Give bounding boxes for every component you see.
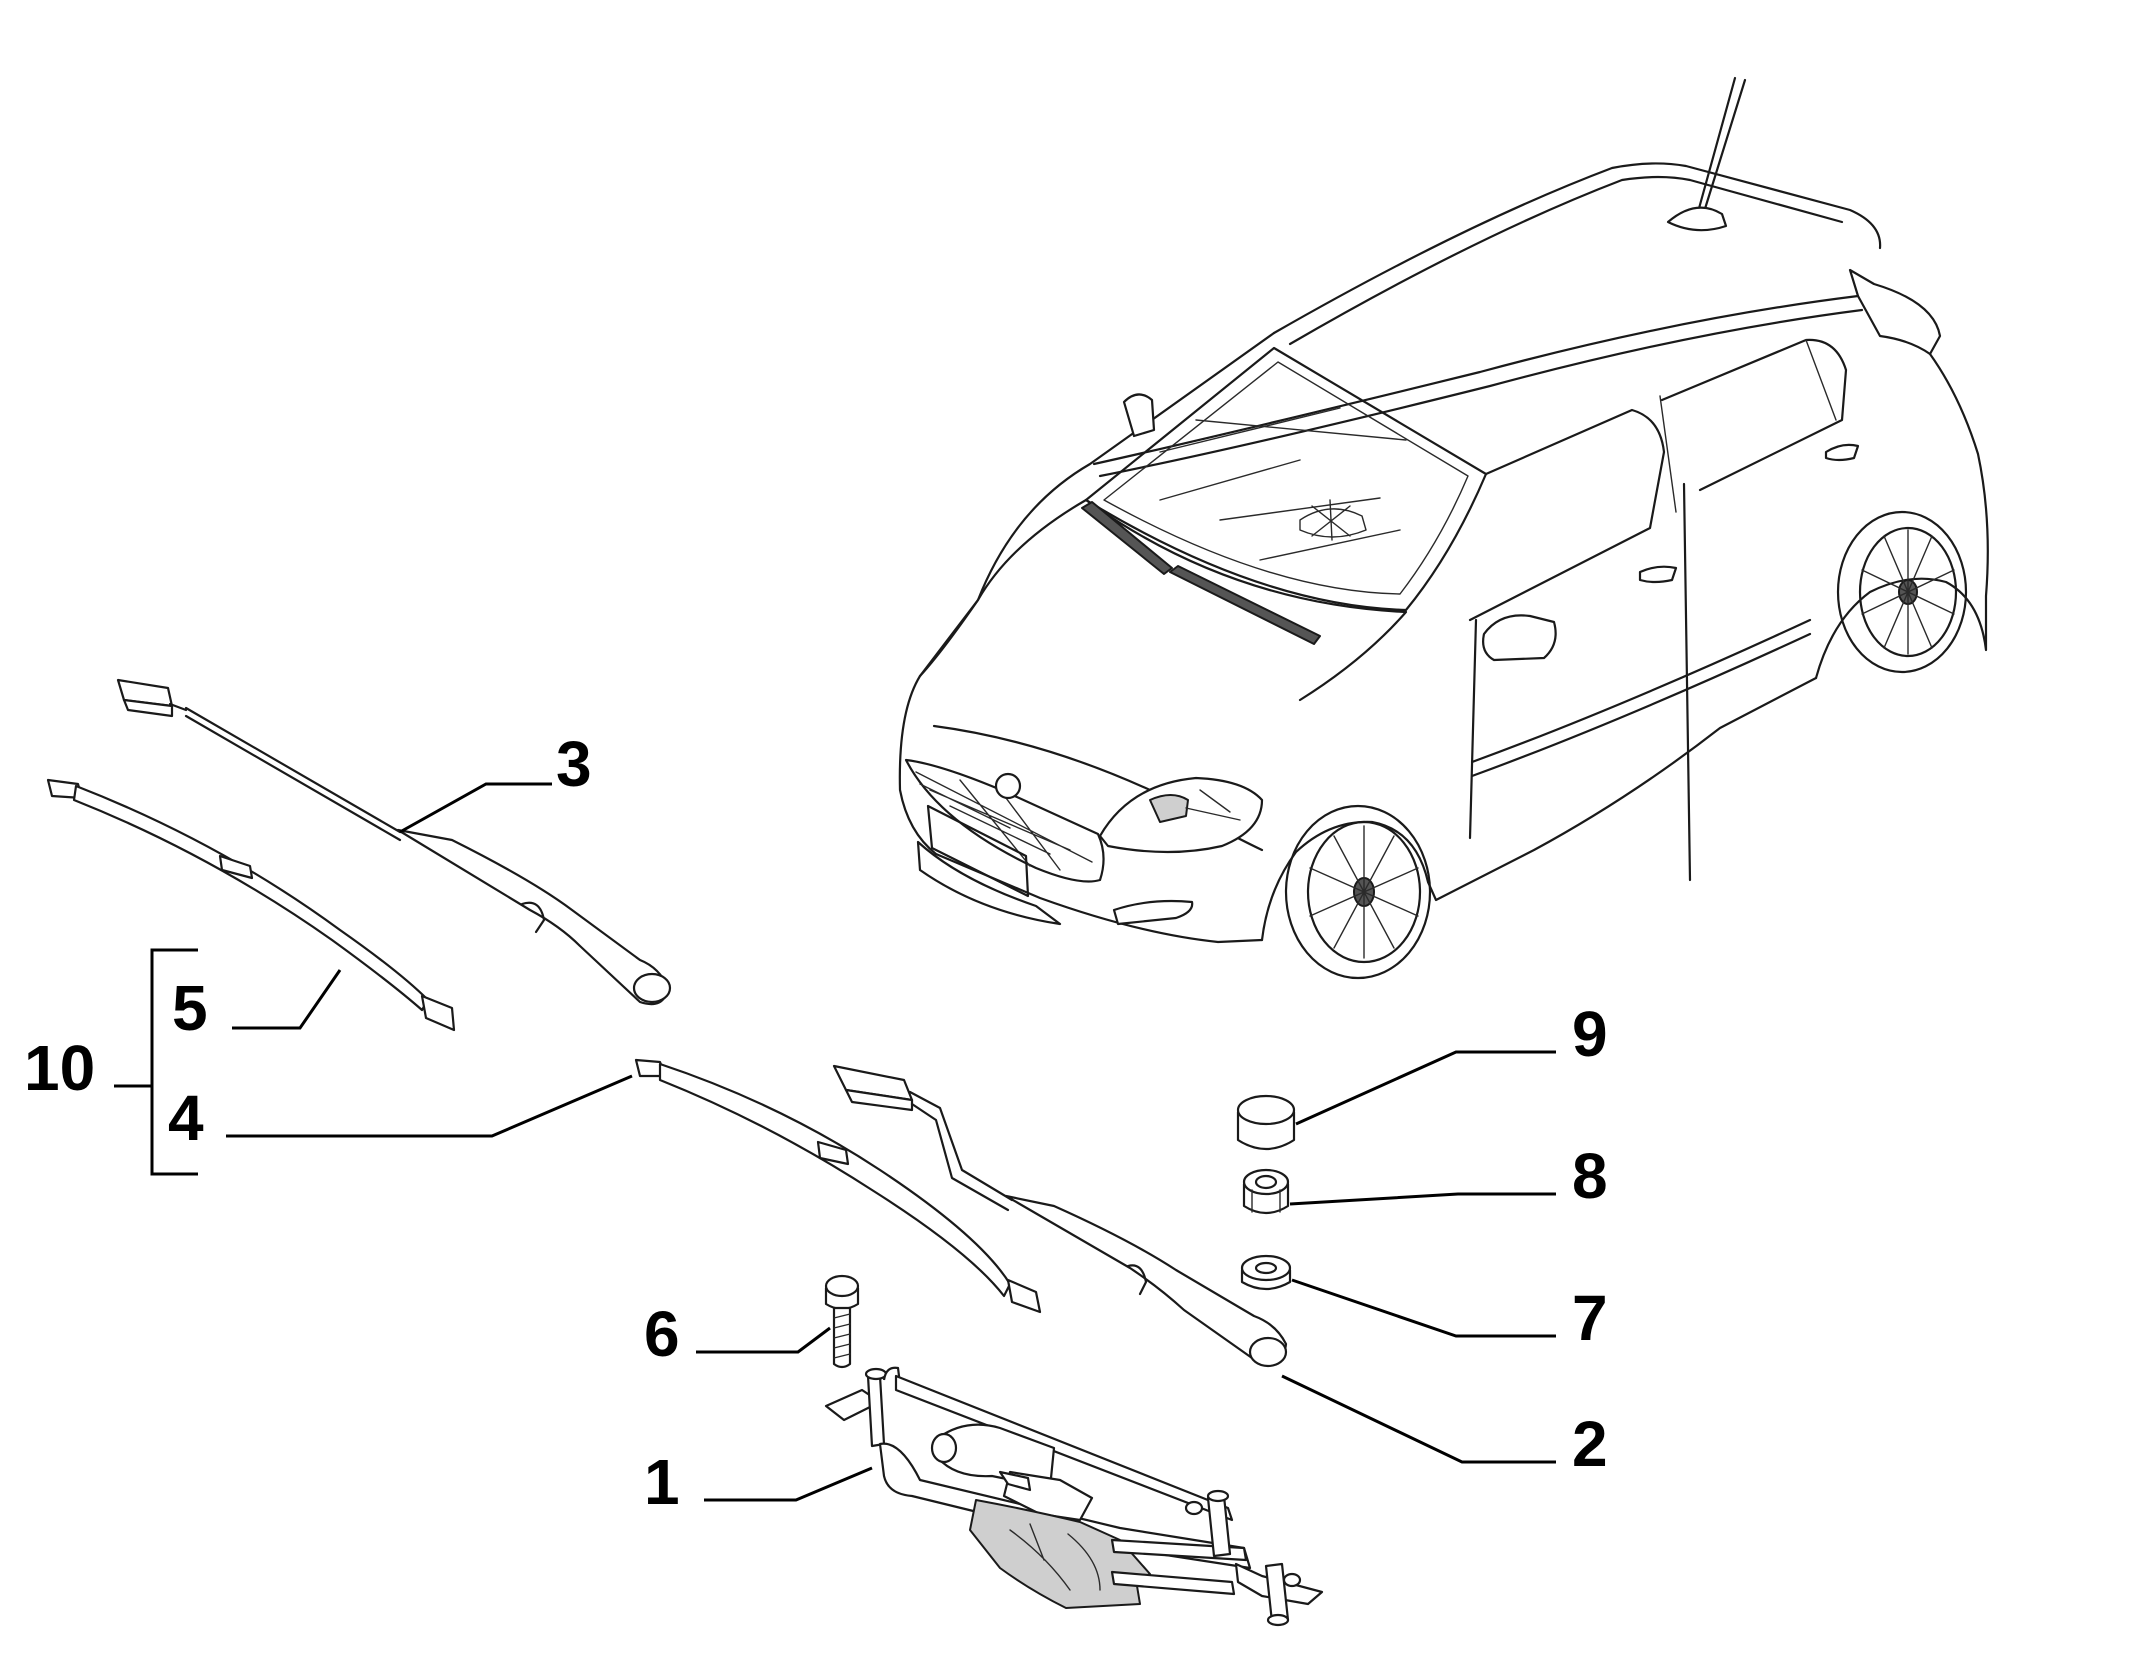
leader-lines bbox=[114, 782, 1556, 1502]
callouts: 1 2 3 4 5 6 7 8 9 10 bbox=[24, 728, 1608, 1518]
leader-1 bbox=[704, 1466, 873, 1502]
leader-9 bbox=[1295, 1050, 1556, 1126]
leader-6 bbox=[696, 1326, 831, 1354]
washer bbox=[1240, 1254, 1292, 1291]
wiper-arm-driver bbox=[116, 678, 672, 1006]
front-wheel bbox=[1284, 804, 1432, 980]
wiper-blade-short bbox=[46, 778, 456, 1032]
callout-3: 3 bbox=[556, 728, 592, 800]
callout-9: 9 bbox=[1572, 998, 1608, 1070]
callout-1: 1 bbox=[644, 1446, 680, 1518]
car-illustration bbox=[898, 76, 1989, 980]
leader-3 bbox=[399, 782, 552, 834]
leader-4 bbox=[226, 1074, 633, 1138]
leader-2 bbox=[1281, 1374, 1556, 1464]
cover-cap bbox=[1236, 1094, 1296, 1151]
callout-4: 4 bbox=[168, 1082, 204, 1154]
wiper-blade-long bbox=[634, 1058, 1042, 1314]
leader-5 bbox=[232, 969, 342, 1030]
hex-nut bbox=[1242, 1168, 1290, 1215]
callout-6: 6 bbox=[644, 1298, 680, 1370]
rear-wheel bbox=[1836, 510, 1968, 674]
callout-8: 8 bbox=[1572, 1140, 1608, 1212]
wiper-arm-passenger bbox=[832, 1064, 1288, 1368]
callout-10: 10 bbox=[24, 1032, 95, 1104]
wiper-linkage bbox=[824, 1366, 1324, 1627]
callout-2: 2 bbox=[1572, 1408, 1608, 1480]
callout-7: 7 bbox=[1572, 1282, 1608, 1354]
bracket-10 bbox=[114, 948, 198, 1176]
bolt bbox=[824, 1274, 860, 1369]
leader-7 bbox=[1291, 1278, 1556, 1338]
leader-8 bbox=[1289, 1192, 1556, 1206]
callout-5: 5 bbox=[172, 972, 208, 1044]
